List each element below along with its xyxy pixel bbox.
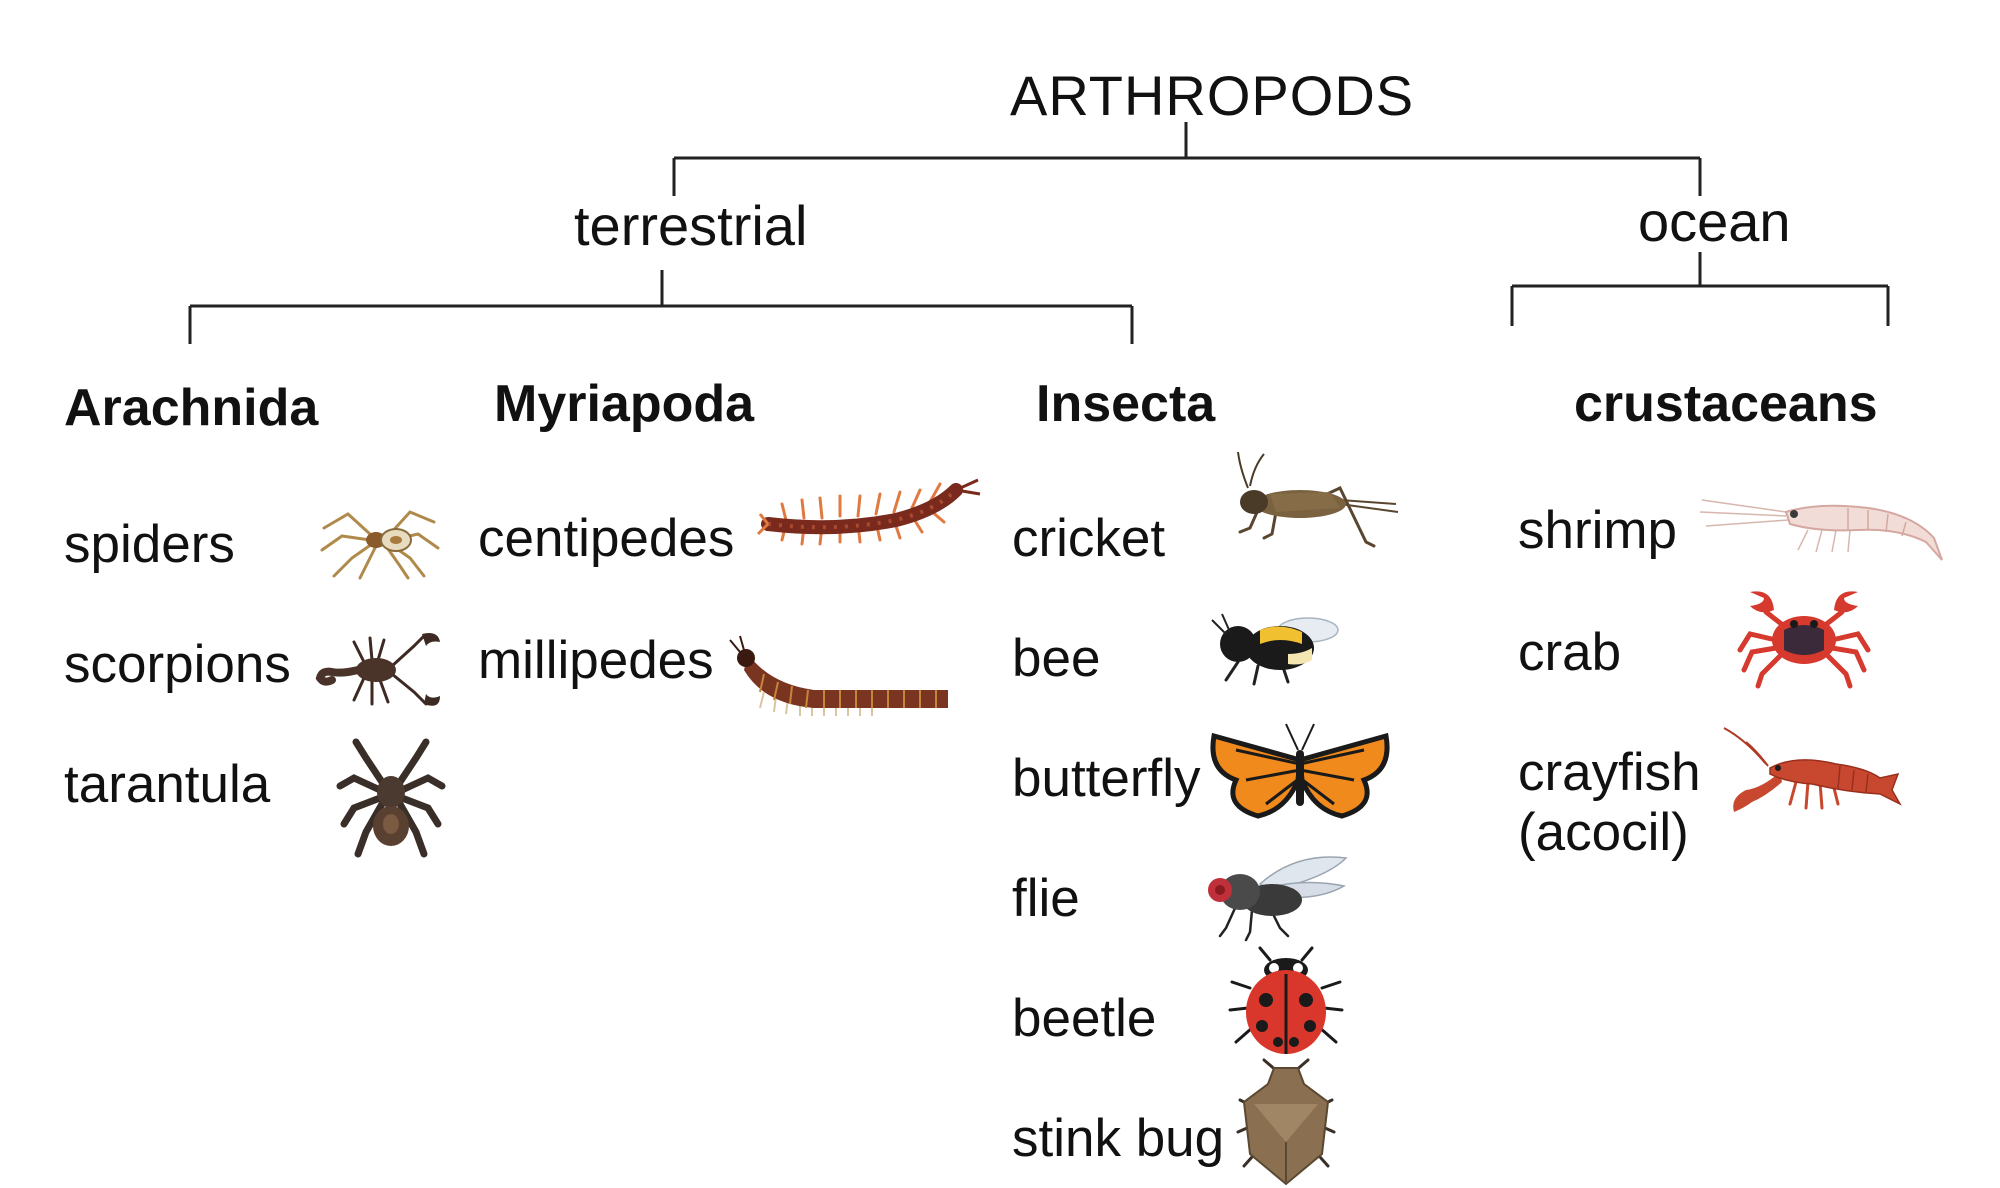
terrestrial-connector: [188, 270, 1134, 344]
item-crab: crab: [1518, 623, 1622, 682]
item-tarantula: tarantula: [64, 755, 271, 814]
item-beetle: beetle: [1012, 989, 1157, 1048]
item-crayfish-alias: (acocil): [1518, 803, 1689, 862]
item-crayfish: crayfish: [1518, 743, 1701, 802]
item-cricket: cricket: [1012, 509, 1166, 568]
root-connector: [672, 122, 1702, 196]
stink-bug-icon: [1236, 1058, 1336, 1186]
item-scorpions: scorpions: [64, 635, 291, 694]
crab-icon: [1737, 591, 1871, 689]
centipede-icon: [756, 478, 981, 546]
branch-ocean: ocean: [1638, 190, 1791, 253]
butterfly-icon: [1210, 723, 1390, 819]
item-spiders: spiders: [64, 515, 235, 574]
shrimp-icon: [1699, 499, 1943, 561]
tarantula-icon: [336, 738, 446, 858]
item-flie: flie: [1012, 869, 1080, 928]
ocean-connector: [1510, 252, 1890, 326]
item-shrimp: shrimp: [1518, 501, 1678, 560]
bee-icon: [1211, 613, 1339, 686]
spider-icon: [320, 510, 440, 580]
item-millipedes: millipedes: [478, 631, 714, 690]
ladybug-icon: [1228, 946, 1344, 1054]
item-stink-bug: stink bug: [1012, 1109, 1225, 1168]
item-butterfly: butterfly: [1012, 749, 1201, 808]
fly-icon: [1208, 856, 1348, 942]
item-centipedes: centipedes: [478, 509, 735, 568]
group-arachnida-title: Arachnida: [64, 379, 319, 437]
root-title: ARTHROPODS: [1010, 64, 1415, 127]
cricket-icon: [1237, 452, 1399, 548]
group-myriapoda-title: Myriapoda: [494, 375, 755, 433]
group-crustaceans-title: crustaceans: [1574, 375, 1878, 433]
scorpion-icon: [315, 633, 440, 706]
millipede-icon: [729, 635, 948, 716]
branch-terrestrial: terrestrial: [574, 194, 808, 257]
group-insecta-title: Insecta: [1036, 375, 1216, 433]
item-bee: bee: [1012, 629, 1101, 688]
crayfish-icon: [1723, 727, 1902, 812]
